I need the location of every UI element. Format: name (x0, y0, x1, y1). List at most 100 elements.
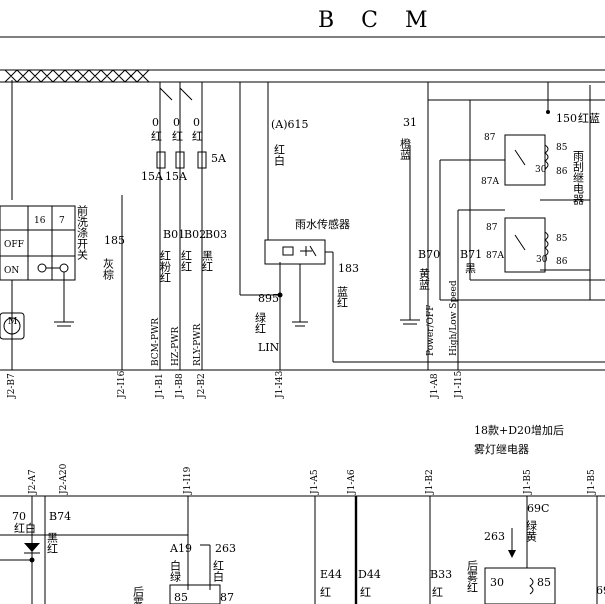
b74-color: 黑红 (46, 532, 59, 554)
fuse-1-num: 0 (152, 116, 159, 129)
pin-j2-b7: J2-B7 (7, 373, 17, 399)
relay-86-bot: 86 (556, 257, 568, 267)
washer-motor-icon: M (0, 312, 25, 340)
b01-colors: 红粉红 (159, 250, 172, 283)
wire-185-num: 185 (104, 234, 125, 247)
fuse-2-color: 红 (172, 130, 183, 143)
pin-j1-a6: J1-A6 (347, 469, 357, 495)
relay-86-top: 86 (556, 167, 568, 177)
wire-263-num: 263 (215, 542, 236, 555)
b03-colors: 黑红 (201, 250, 214, 272)
a19-code: A19 (169, 542, 192, 555)
fog-relay-pin-85: 85 (537, 576, 551, 589)
e44-color: 红 (320, 586, 331, 599)
fuse-2-num: 0 (173, 116, 180, 129)
d44-color: 红 (360, 586, 371, 599)
wire-183-num: 183 (338, 262, 359, 275)
rear-label: 后雾 (132, 586, 145, 604)
b71-signal: High/Low Speed (449, 280, 459, 356)
pin-j1-b5-b: J1-B5 (587, 469, 597, 495)
pin-j1-i43: J1-I43 (275, 370, 285, 399)
wash-switch-on: ON (4, 266, 19, 276)
rear-fog-label: 后雾红 (466, 560, 479, 593)
relay-30-top: 30 (535, 165, 547, 175)
b70-signal: Power/OFF (426, 305, 436, 356)
relay-87-top: 87 (484, 133, 496, 143)
wire-31-color: 橙蓝 (399, 137, 412, 160)
wire-183-color: 蓝红 (336, 286, 349, 308)
fuse-3-num: 0 (193, 116, 200, 129)
pin-j2-a7: J2-A7 (28, 469, 38, 495)
bcm-hatch-band (0, 69, 605, 83)
fuse-3-color: 红 (192, 130, 203, 143)
lower-pin-85-left: 85 (174, 591, 188, 604)
lower-pin-87-left: 87 (220, 591, 234, 604)
pin-j1-b2: J1-B2 (425, 469, 435, 495)
b03-signal: RLY-PWR (193, 324, 203, 366)
wash-switch-col-b: 7 (59, 216, 65, 226)
fog-relay-note-line1: 18款+D20增加后 (474, 423, 564, 437)
wiper-relay (504, 110, 550, 273)
b03-code: B03 (205, 228, 227, 241)
wire-263-color: 红白 (212, 560, 225, 582)
wire-150-num: 150 (556, 112, 577, 125)
b01-code: B01 (163, 228, 185, 241)
relay-85-bot: 85 (556, 234, 568, 244)
pin-j2-i16: J2-I16 (117, 370, 127, 399)
pin-j1-i19: J1-I19 (183, 466, 193, 495)
wire-895-color: 绿红 (254, 311, 267, 334)
rain-feed-num: (A)615 (271, 118, 309, 131)
b33-color: 红 (432, 586, 443, 599)
top-wires (11, 80, 605, 370)
lower-wires (0, 496, 598, 604)
e44-code: E44 (320, 568, 342, 581)
relay-87-bot: 87 (486, 223, 498, 233)
pin-j1-b8: J1-B8 (175, 373, 185, 399)
pin-j2-a20: J2-A20 (59, 463, 69, 495)
wash-switch-col-a: 16 (34, 216, 46, 226)
pin-j1-b1: J1-B1 (155, 373, 165, 399)
pin-j1-a5: J1-A5 (310, 469, 320, 495)
b33-code: B33 (430, 568, 452, 581)
wire-150-color: 红蓝 (578, 112, 600, 125)
wire-263b-num: 263 (484, 530, 505, 543)
page-title: B C M (318, 8, 438, 33)
fuse-3-rating: 5A (211, 152, 227, 165)
relay-30-bot: 30 (536, 255, 548, 265)
wire-895-num: 895 (258, 292, 279, 305)
wiper-relay-label: 雨刮继电器 (572, 150, 585, 206)
wire-69c-num: 69C (527, 502, 549, 515)
pin-j1-b5-a: J1-B5 (523, 469, 533, 495)
edge-wire-num: 69 (596, 584, 605, 597)
lin-label: LIN (258, 341, 280, 354)
b74-code: B74 (49, 510, 71, 523)
b02-signal: HZ-PWR (171, 327, 181, 366)
relay-85-top: 85 (556, 143, 568, 153)
b71-code: B71 (460, 248, 482, 261)
rain-sensor-label: 雨水传感器 (295, 218, 350, 231)
wire-69c-color: 绿黄 (525, 519, 538, 543)
wash-switch-label: 前洗涤开关 (76, 204, 89, 261)
pin-j1-i15: J1-I15 (454, 370, 464, 399)
rain-feed-color: 红白 (273, 144, 286, 166)
b70-code: B70 (418, 248, 440, 261)
wire-31-num: 31 (403, 116, 417, 129)
a19-color: 白绿 (169, 559, 182, 582)
d44-code: D44 (358, 568, 381, 581)
relay-87a-bot: 87A (486, 251, 504, 261)
b02-code: B02 (184, 228, 206, 241)
b02-colors: 红红 (180, 250, 193, 272)
b01-signal: BCM-PWR (151, 318, 161, 366)
fuse-2-rating: 15A (165, 170, 188, 183)
fuse-1-rating: 15A (141, 170, 164, 183)
b71-color: 黑 (465, 262, 476, 275)
wash-switch-off: OFF (4, 240, 24, 250)
wire-70-num: 70 (12, 510, 26, 523)
fog-relay-pin-30: 30 (490, 576, 504, 589)
pin-j2-b2: J2-B2 (197, 373, 207, 399)
wash-switch-table (0, 205, 76, 370)
b70-color: 黄蓝 (418, 267, 431, 290)
svg-text:M: M (8, 317, 17, 327)
fog-relay-note-line2: 雾灯继电器 (474, 443, 529, 456)
wire-70-color: 红白 (14, 521, 36, 535)
